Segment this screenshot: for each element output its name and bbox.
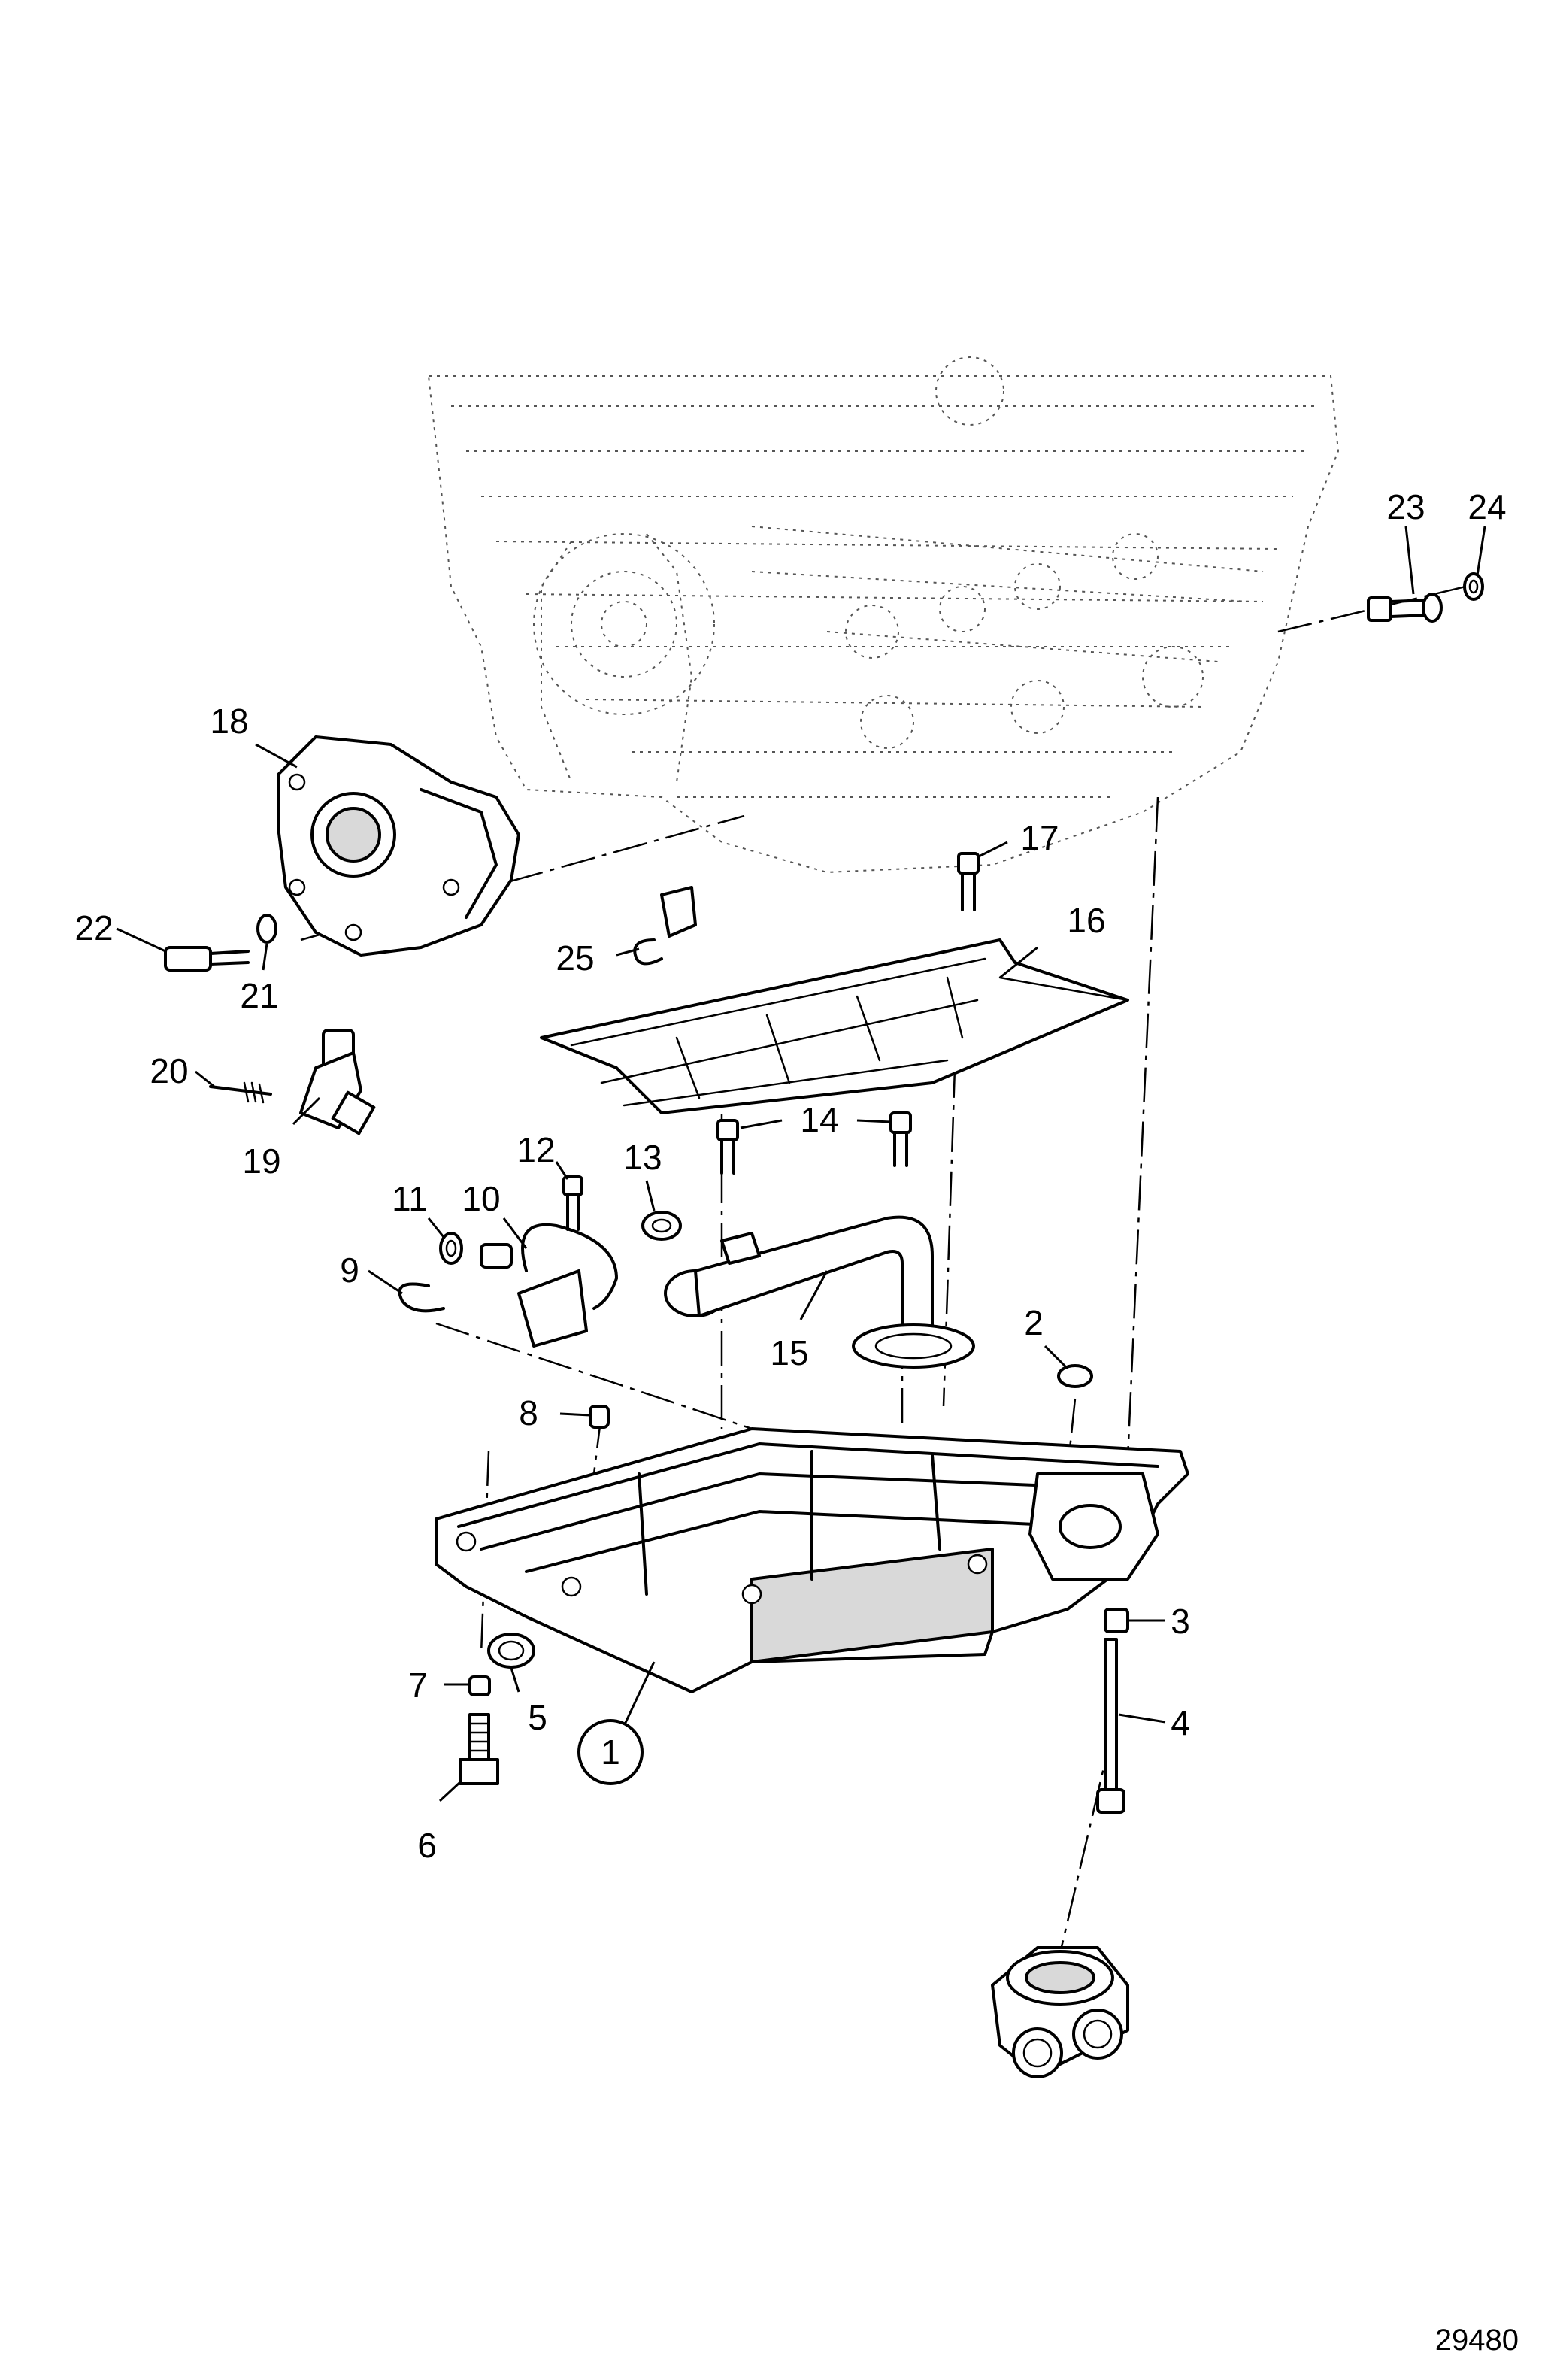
callout-16: 16 xyxy=(1067,901,1105,940)
pickup-seal xyxy=(209,1081,272,1104)
oil-pan xyxy=(435,1427,1189,1693)
callout-15: 15 xyxy=(770,1333,808,1372)
pickup-bolt-right xyxy=(889,1111,912,1167)
callout-11: 11 xyxy=(392,1179,428,1218)
callout-2: 2 xyxy=(1024,1303,1044,1342)
leader-lines xyxy=(116,526,1486,1802)
oil-pump-washer xyxy=(256,914,277,944)
callout-labels: 1 2 3 4 5 6 7 8 9 10 11 12 13 14 15 16 1… xyxy=(74,487,1506,1865)
callout-9: 9 xyxy=(340,1251,359,1290)
windage-tray xyxy=(540,938,1129,1114)
callout-21: 21 xyxy=(240,976,278,1015)
sensor-o-ring xyxy=(439,1232,463,1265)
engine-block-ghost xyxy=(427,356,1340,874)
pan-plug xyxy=(1057,1364,1093,1388)
timing-chain-ghost xyxy=(533,533,715,783)
callout-14: 14 xyxy=(800,1100,838,1139)
drain-plug xyxy=(487,1633,535,1669)
callout-1-circle xyxy=(577,1719,644,1785)
filter-adapter-bolt xyxy=(1096,1638,1125,1814)
callout-23: 23 xyxy=(1386,487,1425,526)
stud-washer xyxy=(468,1675,491,1696)
oil-level-sensor xyxy=(480,1223,618,1348)
seal-13 xyxy=(641,1211,682,1241)
callout-25: 25 xyxy=(556,938,594,978)
pickup-bolt-left xyxy=(716,1119,739,1175)
callout-8: 8 xyxy=(519,1393,538,1433)
oil-pickup-tube xyxy=(664,1215,975,1369)
pan-stud xyxy=(459,1713,499,1785)
callout-22: 22 xyxy=(74,908,113,947)
callout-13: 13 xyxy=(623,1138,662,1177)
filter-adapter-nut xyxy=(1104,1608,1129,1633)
long-bolt-washer xyxy=(1463,572,1484,601)
oil-pump xyxy=(277,735,520,957)
callout-12: 12 xyxy=(516,1130,555,1169)
callout-17: 17 xyxy=(1020,818,1059,857)
callout-3: 3 xyxy=(1171,1602,1190,1641)
long-bolt xyxy=(1367,593,1443,623)
callout-1: 1 xyxy=(601,1733,620,1772)
block-fitting xyxy=(633,886,697,966)
callout-20: 20 xyxy=(150,1051,188,1090)
pickup-fitting xyxy=(299,1029,376,1135)
callout-18: 18 xyxy=(210,702,248,741)
callout-7: 7 xyxy=(408,1666,428,1705)
pan-plug-small xyxy=(589,1405,610,1429)
gasket-bolt xyxy=(957,852,980,911)
callout-4: 4 xyxy=(1171,1703,1190,1742)
callout-10: 10 xyxy=(462,1179,500,1218)
callout-24: 24 xyxy=(1468,487,1506,526)
callout-19: 19 xyxy=(242,1141,280,1181)
oil-pump-bolt xyxy=(164,946,250,972)
sensor-clip xyxy=(398,1282,445,1313)
callout-6: 6 xyxy=(417,1826,437,1865)
sensor-bolt xyxy=(562,1175,583,1231)
callout-5: 5 xyxy=(528,1698,547,1737)
oil-filter-adapter xyxy=(991,1946,1129,2078)
figure-number: 29480 xyxy=(1435,2324,1519,2357)
